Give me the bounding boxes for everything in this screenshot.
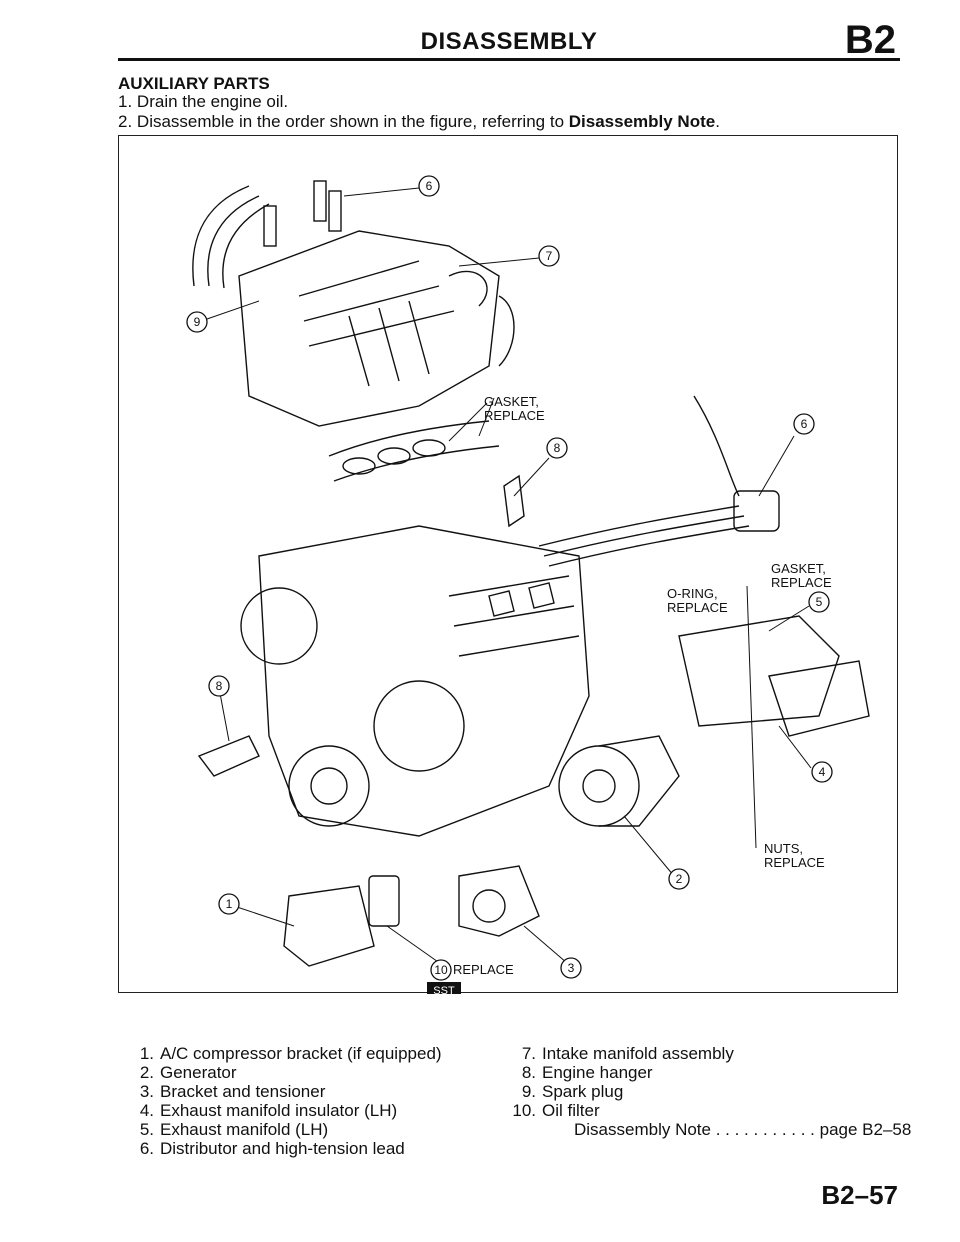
- parts-list-right: 7.Intake manifold assembly 8.Engine hang…: [500, 1044, 734, 1120]
- exploded-view-figure: GASKET, REPLACE GASKET, REPLACE O-RING, …: [118, 135, 898, 994]
- exhaust-manifold: [678, 615, 840, 727]
- svg-text:7: 7: [546, 249, 553, 263]
- section-code: B2: [844, 18, 896, 62]
- plug-boot-2: [263, 205, 277, 247]
- list-item: 3.Bracket and tensioner: [139, 1082, 326, 1101]
- sst-badge-text: SST: [433, 985, 455, 994]
- engine-hanger-rh: [503, 474, 525, 528]
- label-gasket-replace-1b: REPLACE: [484, 408, 545, 423]
- callout-8-top: 8: [546, 437, 568, 459]
- step-2: 2. Disassemble in the order shown in the…: [118, 112, 720, 132]
- svg-text:1: 1: [226, 897, 233, 911]
- callout-9: 9: [186, 311, 208, 333]
- plug-boot-3: [328, 190, 342, 232]
- crank-pulley: [288, 745, 370, 827]
- ac-compressor-bracket: [283, 885, 375, 967]
- plug-boot-1: [313, 180, 327, 222]
- list-item: 8.Engine hanger: [521, 1063, 653, 1082]
- svg-text:8: 8: [216, 679, 223, 693]
- page-number: B2–57: [821, 1180, 898, 1210]
- intake-manifold-outline: [238, 230, 500, 427]
- list-item: 7.Intake manifold assembly: [521, 1044, 734, 1063]
- step-1: 1. Drain the engine oil.: [118, 92, 720, 112]
- engine-block-outline: [258, 525, 590, 837]
- svg-text:4: 4: [819, 765, 826, 779]
- label-nuts-replace-b: REPLACE: [764, 855, 825, 870]
- step-text-end: .: [715, 112, 720, 131]
- section-title: AUXILIARY PARTS: [118, 74, 270, 93]
- list-item: 9.Spark plug: [521, 1082, 624, 1101]
- list-item: 4.Exhaust manifold insulator (LH): [139, 1101, 398, 1120]
- callout-7: 7: [538, 245, 560, 267]
- callout-6-right: 6: [793, 413, 815, 435]
- step-text: Disassemble in the order shown in the fi…: [136, 112, 569, 131]
- figure-labels: GASKET, REPLACE GASKET, REPLACE O-RING, …: [453, 394, 832, 977]
- exhaust-insulator: [768, 660, 870, 737]
- engine-hanger-lh: [197, 735, 260, 777]
- svg-text:10: 10: [434, 963, 448, 977]
- label-gasket-replace-1a: GASKET,: [484, 394, 539, 409]
- svg-text:2: 2: [676, 872, 683, 886]
- callout-8-left: 8: [208, 675, 230, 697]
- callout-3: 3: [560, 957, 582, 979]
- header-rule: [118, 58, 900, 61]
- timing-cover: [240, 587, 318, 665]
- svg-text:8: 8: [554, 441, 561, 455]
- bracket-tensioner: [458, 865, 540, 937]
- svg-text:9: 9: [194, 315, 201, 329]
- step-link-text: Disassembly Note: [568, 112, 716, 131]
- list-item: 1.A/C compressor bracket (if equipped): [139, 1044, 442, 1063]
- engine-drawing: [192, 180, 870, 967]
- distributor: [733, 490, 780, 532]
- label-nuts-replace-a: NUTS,: [764, 841, 803, 856]
- engine-exploded-diagram: GASKET, REPLACE GASKET, REPLACE O-RING, …: [186, 175, 870, 994]
- leader-lines: [206, 187, 812, 965]
- generator: [558, 745, 640, 827]
- list-item: 10.Oil filter: [512, 1101, 600, 1120]
- callout-4: 4: [811, 761, 833, 783]
- step-number: 2.: [118, 112, 133, 131]
- callout-1: 1: [218, 893, 240, 915]
- label-gasket-replace-2b: REPLACE: [771, 575, 832, 590]
- svg-text:3: 3: [568, 961, 575, 975]
- crank-pulley-rear: [373, 680, 465, 772]
- label-oring-replace-a: O-RING,: [667, 586, 718, 601]
- svg-text:6: 6: [426, 179, 433, 193]
- callout-numbers: 6 7 9 6 8 5 8 4 2 1 10 3: [186, 175, 833, 981]
- parts-list-left: 1.A/C compressor bracket (if equipped) 2…: [118, 1044, 442, 1158]
- callout-5: 5: [808, 591, 830, 613]
- step-text: Drain the engine oil.: [136, 92, 289, 111]
- step-number: 1.: [118, 92, 133, 111]
- sst-badge-bg: [427, 982, 461, 994]
- list-item: 6.Distributor and high-tension lead: [139, 1139, 405, 1158]
- callout-10: 10: [430, 959, 452, 981]
- oil-filter: [368, 875, 400, 927]
- list-item: 2.Generator: [139, 1063, 237, 1082]
- page-title: DISASSEMBLY: [420, 28, 598, 55]
- callout-6-top: 6: [418, 175, 440, 197]
- note-page-ref: page B2–58: [819, 1120, 912, 1139]
- list-item: 5.Exhaust manifold (LH): [139, 1120, 329, 1139]
- high-tension-leads: [538, 505, 750, 567]
- note-leader: . . . . . . . . . . .: [711, 1120, 820, 1139]
- label-oring-replace-b: REPLACE: [667, 600, 728, 615]
- procedure-steps: 1. Drain the engine oil. 2. Disassemble …: [118, 92, 720, 132]
- label-oil-filter-replace: REPLACE: [453, 962, 514, 977]
- svg-text:5: 5: [816, 595, 823, 609]
- page-header: DISASSEMBLY B2: [118, 18, 900, 62]
- callout-2: 2: [668, 868, 690, 890]
- ignition-leads: [192, 185, 270, 289]
- svg-text:6: 6: [801, 417, 808, 431]
- sst-badge: SST: [427, 982, 461, 994]
- label-gasket-replace-2a: GASKET,: [771, 561, 826, 576]
- disassembly-note-reference: Disassembly Note . . . . . . . . . . . p…: [574, 1120, 911, 1140]
- note-label: Disassembly Note: [574, 1120, 711, 1139]
